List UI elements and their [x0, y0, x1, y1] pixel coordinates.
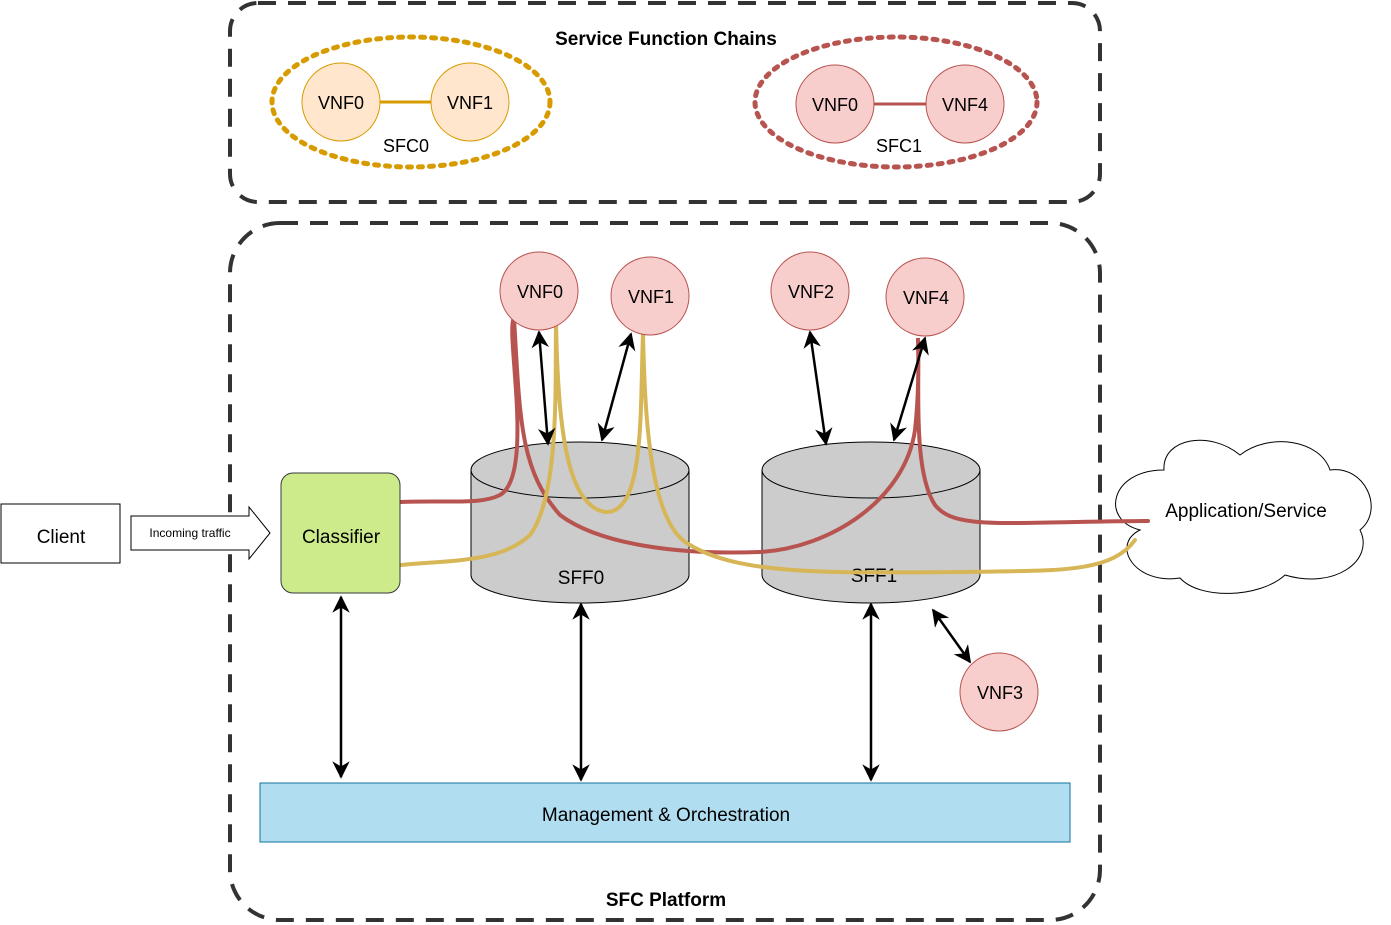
- client-rect: [0, 503, 121, 564]
- platform-vnf2[interactable]: VNF2: [770, 251, 850, 331]
- sfc1-vnf0-node[interactable]: [795, 64, 875, 144]
- platform-vnf0-node: [499, 251, 579, 331]
- application-service-label: Application/Service: [1165, 501, 1327, 522]
- sfc-platform-group: SFC Platform: [228, 221, 1102, 922]
- chains-group-border: [228, 1, 1102, 204]
- classifier-box[interactable]: Classifier: [280, 472, 401, 594]
- platform-vnf4-node: [885, 257, 965, 337]
- incoming-traffic-label: Incoming traffic: [149, 526, 230, 540]
- management-orchestration-bar[interactable]: Management & Orchestration: [259, 782, 1071, 843]
- sfc1-vnf0-label: VNF0: [812, 95, 858, 115]
- sfc0-dotted-ellipse: [269, 34, 553, 170]
- arrow-vnf4-sff1: [890, 336, 929, 442]
- platform-vnf1-label: VNF1: [628, 287, 674, 307]
- management-label: Management & Orchestration: [542, 805, 790, 826]
- classifier-rect: [280, 472, 401, 594]
- platform-vnf2-label: VNF2: [788, 282, 834, 302]
- sfc1-label: SFC1: [876, 136, 922, 156]
- classifier-label: Classifier: [302, 527, 381, 548]
- platform-vnf1[interactable]: VNF1: [610, 256, 690, 336]
- sff1-label: SFF1: [851, 566, 897, 587]
- arrow-vnf0-sff0: [531, 330, 556, 446]
- client-box[interactable]: Client: [0, 503, 121, 564]
- sff1-top-rim: [761, 469, 981, 499]
- platform-vnf2-node: [770, 251, 850, 331]
- sfc1-red-path: [399, 312, 1150, 555]
- sfc0-vnf1-label: VNF1: [447, 93, 493, 113]
- sff0-label: SFF0: [558, 568, 604, 589]
- platform-title: SFC Platform: [606, 890, 726, 911]
- arrow-vnf2-sff1: [803, 330, 833, 446]
- platform-vnf1-node: [610, 256, 690, 336]
- service-function-chains-group: Service Function Chains VNF0 VNF1 SFC0 V…: [228, 1, 1102, 204]
- sfc0-vnf0-label: VNF0: [318, 93, 364, 113]
- sfc0-vnf1-node[interactable]: [430, 62, 510, 142]
- platform-vnf0-label: VNF0: [517, 282, 563, 302]
- platform-vnf0[interactable]: VNF0: [499, 251, 579, 331]
- cloud-shape: [1115, 439, 1372, 594]
- incoming-traffic-arrow: Incoming traffic: [130, 505, 271, 561]
- incoming-traffic-shape: [130, 505, 271, 561]
- management-rect: [259, 782, 1071, 843]
- sff1-cylinder[interactable]: SFF1: [761, 441, 981, 604]
- platform-vnf4[interactable]: VNF4: [885, 257, 965, 337]
- platform-vnf3-node: [959, 652, 1039, 732]
- arrow-vnf3-sff1: [931, 608, 972, 664]
- application-service-cloud[interactable]: Application/Service: [1115, 439, 1372, 594]
- sff0-top-rim: [470, 469, 690, 499]
- client-label: Client: [37, 527, 86, 548]
- sfc1-vnf4-label: VNF4: [942, 95, 988, 115]
- sfc0-label: SFC0: [383, 136, 429, 156]
- arrow-vnf1-sff0: [597, 332, 636, 442]
- sff0-cylinder[interactable]: SFF0: [470, 441, 690, 604]
- platform-vnf3[interactable]: VNF3: [959, 652, 1039, 732]
- sfc1-vnf4-node[interactable]: [925, 64, 1005, 144]
- platform-vnf3-label: VNF3: [977, 683, 1023, 703]
- sfc0-yellow-path: [399, 321, 1137, 575]
- sfc0-vnf0-node[interactable]: [301, 62, 381, 142]
- sfc1-dotted-ellipse: [752, 34, 1040, 170]
- platform-group-border: [228, 221, 1102, 922]
- chains-group-title: Service Function Chains: [555, 29, 777, 50]
- platform-vnf4-label: VNF4: [903, 288, 949, 308]
